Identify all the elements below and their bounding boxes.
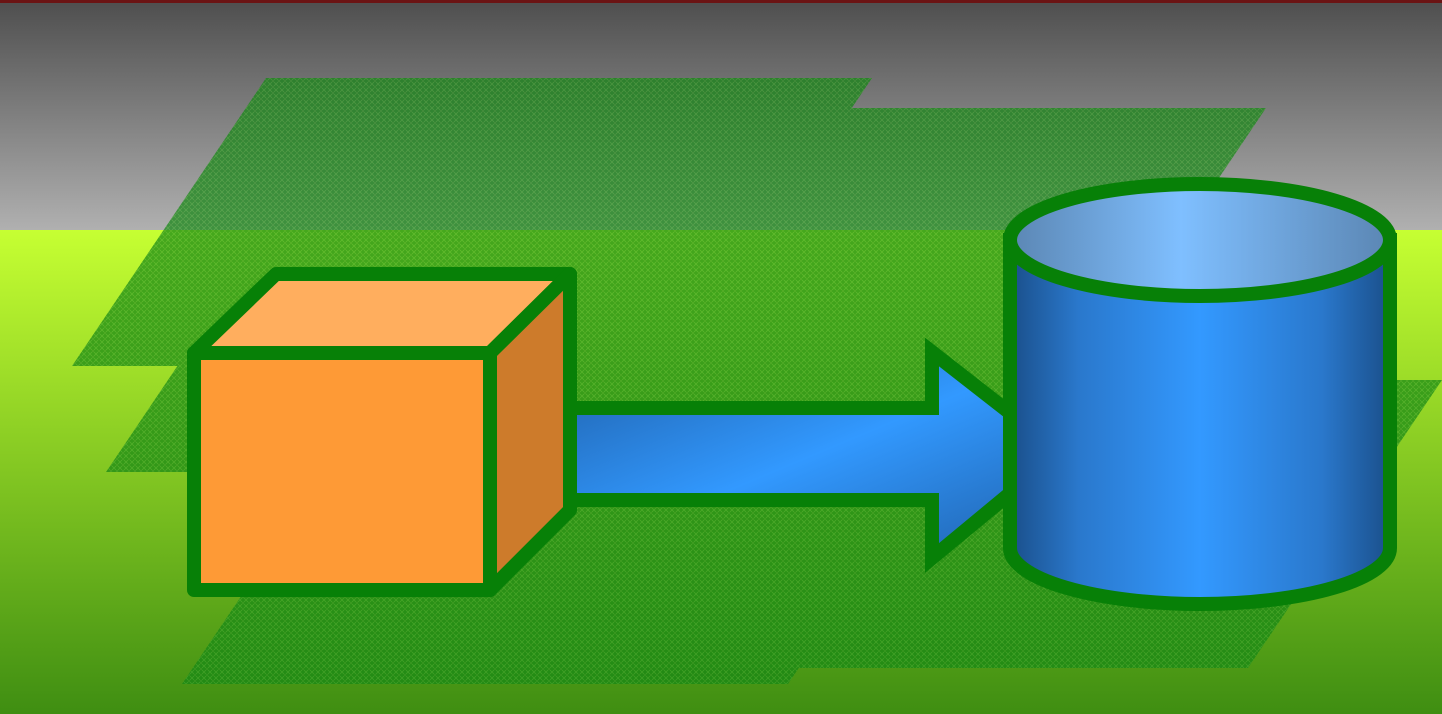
cylinder-node <box>1003 177 1397 611</box>
top-border <box>0 0 1442 3</box>
flow-arrow-shape <box>561 337 1072 573</box>
cylinder-top <box>1003 177 1397 303</box>
flow-arrow <box>561 337 1072 573</box>
cube-front-face <box>187 346 497 597</box>
cylinder-body <box>1003 233 1397 611</box>
cube-node <box>187 267 577 597</box>
